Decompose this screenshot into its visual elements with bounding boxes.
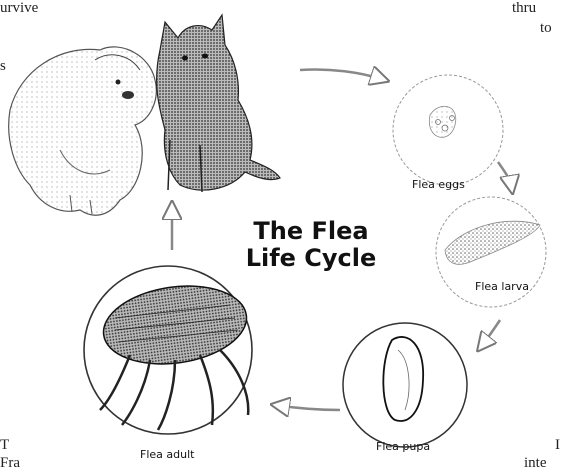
arrow-eggs-to-larva (498, 162, 512, 190)
dog-illustration (9, 47, 157, 215)
title-line-1: The Flea (236, 218, 386, 245)
arrow-host-to-eggs (300, 69, 385, 80)
margin-text-bottom-right-2: inte (524, 455, 547, 472)
flea-pupa-stage (343, 323, 467, 447)
arrow-pupa-to-adult (275, 405, 340, 410)
margin-text-top-right-2: to (540, 20, 552, 37)
label-flea-eggs: Flea eggs (412, 178, 465, 191)
margin-text-bottom-left-2: Fra (0, 455, 20, 472)
margin-text-bottom-right-1: I (555, 437, 560, 454)
margin-text-bottom-left-1: T (0, 437, 9, 454)
diagram-title: The Flea Life Cycle (236, 218, 386, 272)
margin-text-top-left: urvive (0, 0, 38, 17)
label-flea-pupa: Flea pupa (376, 440, 430, 453)
flea-eggs-stage (393, 75, 503, 185)
label-flea-adult: Flea adult (140, 448, 194, 461)
label-flea-larva: Flea larva (475, 280, 529, 293)
title-line-2: Life Cycle (236, 245, 386, 272)
cat-illustration (157, 15, 280, 192)
margin-text-left-s: s (0, 58, 6, 75)
margin-text-top-right-1: thru (512, 0, 536, 17)
arrow-larva-to-pupa (480, 320, 500, 348)
flea-adult-stage (84, 266, 252, 434)
